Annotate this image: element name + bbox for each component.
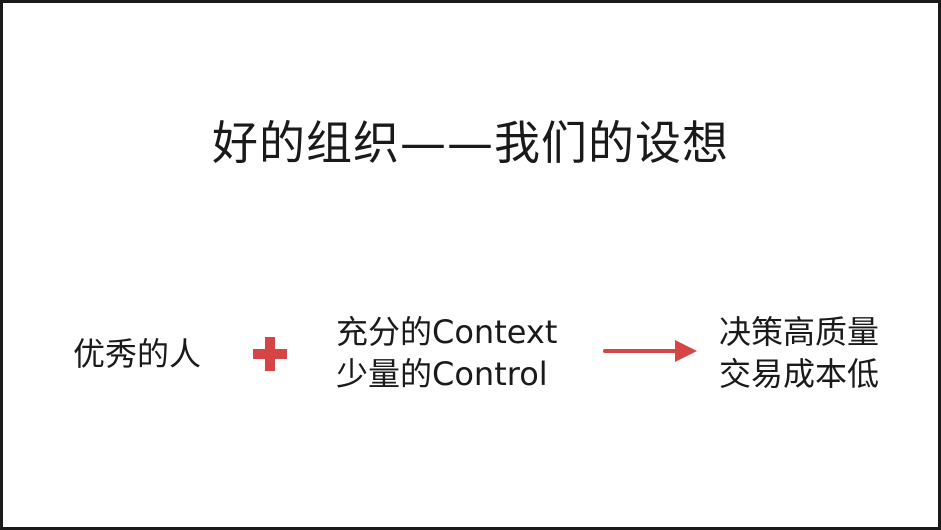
arrow-head	[675, 340, 697, 362]
middle-conditions: 充分的Context 少量的Control	[336, 311, 557, 395]
term-good-people: 优秀的人	[73, 335, 202, 373]
outcome-cost: 交易成本低	[719, 355, 880, 393]
outcome-quality: 决策高质量	[719, 313, 880, 351]
plus-icon	[253, 337, 287, 371]
condition-context: 充分的Context	[336, 313, 558, 351]
condition-control: 少量的Control	[336, 355, 548, 393]
arrow-right-icon	[603, 340, 697, 362]
slide-title: 好的组织——我们的设想	[212, 116, 729, 170]
outcomes: 决策高质量 交易成本低	[719, 311, 879, 395]
plus-icon-vertical-bar	[265, 337, 275, 371]
